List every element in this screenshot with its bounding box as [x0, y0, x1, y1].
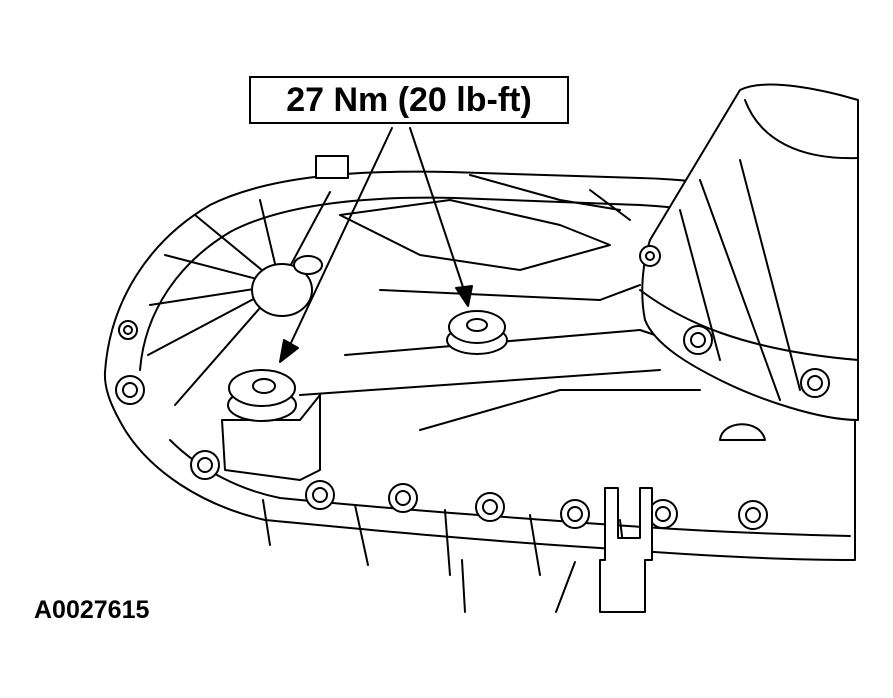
- bolt: [800, 368, 830, 398]
- leader-arrowhead-left: [279, 339, 299, 363]
- tower-rib: [699, 179, 781, 401]
- bolt: [560, 499, 590, 529]
- bottom-bracket: [599, 487, 653, 613]
- housing-lower-rim: [169, 439, 851, 537]
- bolt: [648, 499, 678, 529]
- bolt: [639, 245, 661, 267]
- torque-callout-box: 27 Nm (20 lb-ft): [249, 76, 569, 124]
- center-isolator-hole: [466, 318, 488, 332]
- bolt: [475, 492, 505, 522]
- bolt: [738, 500, 768, 530]
- bolt: [388, 483, 418, 513]
- internal-webs: [299, 174, 701, 431]
- perimeter-bolts: [115, 245, 830, 530]
- torque-callout-label: 27 Nm (20 lb-ft): [286, 80, 532, 119]
- bolt: [115, 375, 145, 405]
- left-mount-boss: [221, 394, 321, 481]
- bolt: [683, 325, 713, 355]
- left-hub: [251, 263, 313, 317]
- upper-tab: [315, 155, 349, 179]
- left-isolator-hole: [252, 378, 276, 394]
- bolt: [305, 480, 335, 510]
- output-bore: [744, 99, 859, 160]
- hub-pin: [293, 255, 323, 275]
- bolt: [118, 320, 138, 340]
- callout-leaders: [279, 127, 473, 363]
- tower-flange: [639, 289, 859, 361]
- bottom-fins: [262, 499, 626, 613]
- bolt: [190, 450, 220, 480]
- tower-rib: [679, 209, 721, 361]
- leader-arrowhead-center: [455, 285, 473, 307]
- drain-boss: [719, 423, 766, 441]
- figure-id-label: A0027615: [34, 596, 150, 624]
